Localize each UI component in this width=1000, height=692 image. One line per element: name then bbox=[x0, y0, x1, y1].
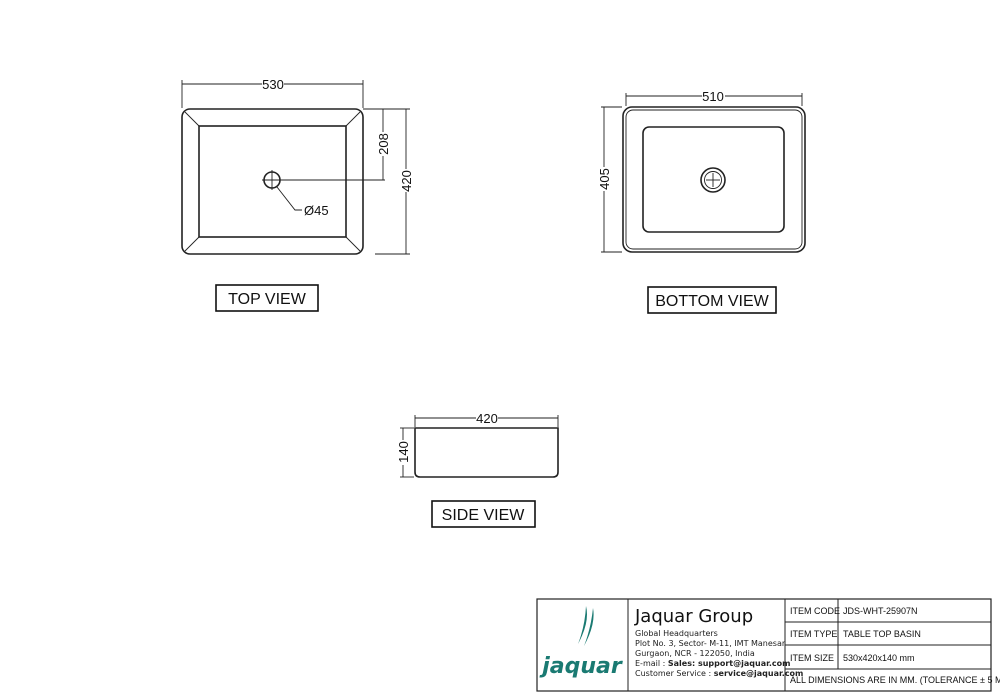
bottom-depth-dimension bbox=[601, 106, 622, 253]
bottom-width-label: 510 bbox=[702, 89, 724, 104]
top-width-label: 530 bbox=[262, 77, 284, 92]
top-bevel-lines bbox=[184, 111, 361, 252]
email-line: E-mail : Sales: support@jaquar.com bbox=[635, 659, 791, 668]
item-code-label: ITEM CODE bbox=[790, 606, 840, 616]
bottom-width-dimension bbox=[625, 93, 803, 106]
top-drain-offset-dimension bbox=[363, 108, 387, 180]
side-height-label: 140 bbox=[396, 441, 411, 463]
service-line: Customer Service : service@jaquar.com bbox=[635, 669, 803, 678]
bottom-base bbox=[642, 126, 785, 233]
service-value: service@jaquar.com bbox=[714, 669, 804, 678]
item-type-label: ITEM TYPE bbox=[790, 629, 837, 639]
address-line-3: Gurgaon, NCR - 122050, India bbox=[635, 649, 755, 658]
item-size-label: ITEM SIZE bbox=[790, 653, 834, 663]
address-line-2: Plot No. 3, Sector- M-11, IMT Manesar bbox=[635, 639, 786, 648]
side-view-label: SIDE VIEW bbox=[442, 507, 526, 524]
top-depth-dimension bbox=[375, 108, 410, 255]
bottom-view: 510 405 BOTTOM VIEW bbox=[597, 89, 806, 314]
dimension-note: ALL DIMENSIONS ARE IN MM. (TOLERANCE ± 5… bbox=[790, 675, 1000, 685]
item-type-value: TABLE TOP BASIN bbox=[843, 629, 921, 639]
top-view: Ø45 530 208 420 TOP VIEW bbox=[181, 77, 414, 312]
service-label: Customer Service : bbox=[635, 669, 714, 678]
email-value: Sales: support@jaquar.com bbox=[668, 659, 791, 668]
top-outer-rim bbox=[181, 108, 364, 255]
side-profile bbox=[414, 427, 559, 478]
title-block: jaquar Jaquar Group Global Headquarters … bbox=[536, 598, 1000, 692]
item-size-value: 530x420x140 mm bbox=[843, 653, 915, 663]
bottom-view-label-box bbox=[647, 286, 777, 314]
address-line-1: Global Headquarters bbox=[635, 629, 718, 638]
top-drain-offset-label: 208 bbox=[376, 133, 391, 155]
top-view-label: TOP VIEW bbox=[228, 291, 307, 308]
company-name: Jaquar Group bbox=[634, 606, 753, 627]
bottom-outer-edge-inner bbox=[625, 109, 803, 250]
bottom-depth-label: 405 bbox=[597, 168, 612, 190]
top-drain-icon bbox=[262, 170, 385, 211]
drain-diameter-label: Ø45 bbox=[304, 203, 329, 218]
bottom-drain-icon bbox=[700, 167, 726, 193]
top-depth-label: 420 bbox=[399, 170, 414, 192]
email-label: E-mail : bbox=[635, 659, 668, 668]
top-width-dimension bbox=[181, 80, 364, 108]
bottom-view-label: BOTTOM VIEW bbox=[655, 293, 769, 310]
side-width-label: 420 bbox=[476, 411, 498, 426]
side-width-dimension bbox=[414, 415, 559, 427]
item-code-value: JDS-WHT-25907N bbox=[843, 606, 918, 616]
side-height-dimension bbox=[400, 427, 414, 478]
side-view: 420 140 SIDE VIEW bbox=[396, 411, 559, 528]
bottom-outer-edge bbox=[622, 106, 806, 253]
side-view-label-box bbox=[431, 500, 536, 528]
top-view-label-box bbox=[215, 284, 319, 312]
logo-wordmark: jaquar bbox=[539, 654, 623, 679]
jaquar-logo: jaquar bbox=[539, 606, 623, 679]
top-inner-bowl bbox=[198, 125, 347, 238]
